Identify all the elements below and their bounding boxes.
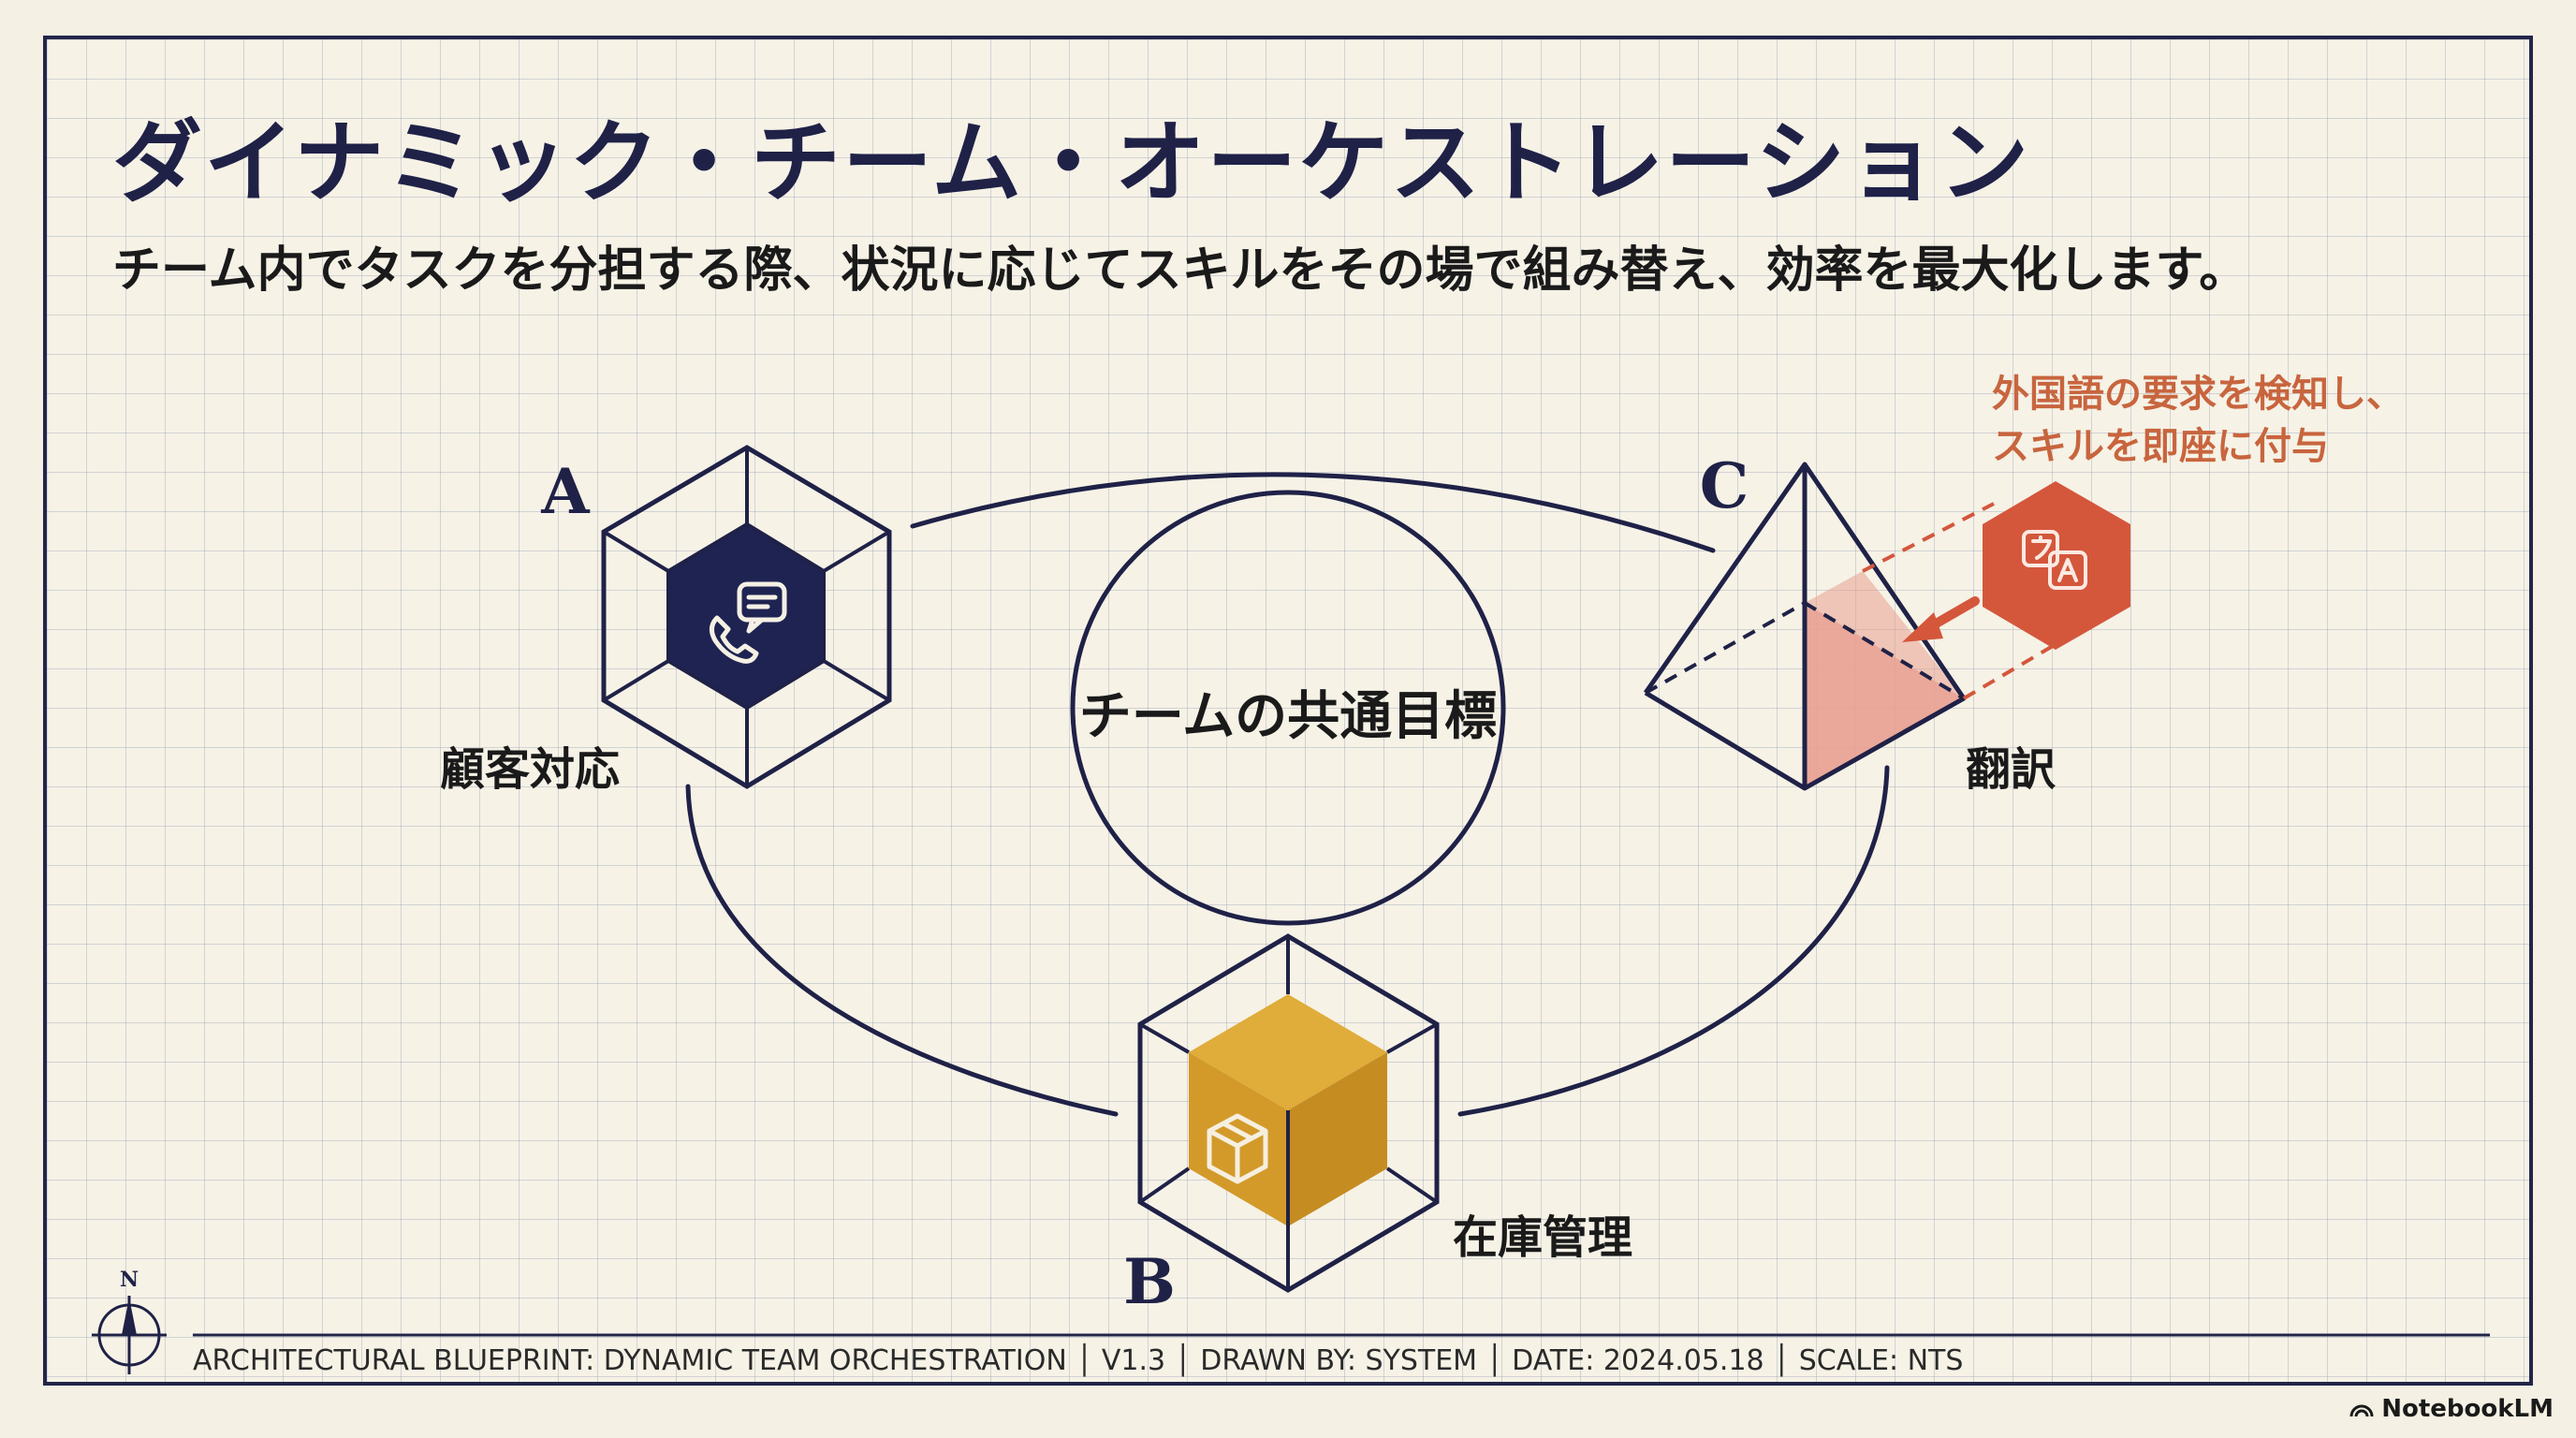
- node-c: C 翻訳: [1643, 449, 2130, 796]
- node-b: B 在庫管理: [1123, 933, 1632, 1318]
- node-b-label: 在庫管理: [1453, 1211, 1632, 1264]
- translate-icon: [2022, 530, 2087, 590]
- notebooklm-logo-icon: [2349, 1404, 2374, 1417]
- compass-north-label: N: [120, 1268, 139, 1292]
- compass-icon: N: [92, 1268, 167, 1374]
- skill-annotation: 外国語の要求を検知し、 スキルを即座に付与: [1992, 373, 2404, 468]
- package-icon: [1207, 1113, 1268, 1184]
- gold-cube: [1189, 994, 1387, 1226]
- insert-skill-arrow: [1902, 596, 1980, 642]
- central-goal-label: チームの共通目標: [1079, 686, 1497, 747]
- blueprint-sheet: [43, 36, 2533, 1386]
- brand: NotebookLM: [2349, 1395, 2554, 1423]
- footer-caption: ARCHITECTURAL BLUEPRINT: DYNAMIC TEAM OR…: [193, 1344, 1964, 1377]
- node-c-letter: C: [1700, 449, 1749, 522]
- node-a: A 顧客対応: [440, 445, 892, 796]
- central-goal: チームの共通目標: [1070, 490, 1506, 926]
- node-b-letter: B: [1123, 1245, 1176, 1318]
- annotation-line-1: 外国語の要求を検知し、: [1992, 373, 2404, 416]
- node-a-letter: A: [540, 455, 590, 528]
- orbit-ring: [685, 472, 1890, 1117]
- node-a-label: 顧客対応: [440, 743, 620, 796]
- brand-label: NotebookLM: [2381, 1395, 2554, 1423]
- node-c-label: 翻訳: [1966, 743, 2056, 796]
- page-title: ダイナミック・チーム・オーケストレーション: [112, 110, 2031, 215]
- annotation-line-2: スキルを即座に付与: [1992, 425, 2329, 468]
- page-subtitle: チーム内でタスクを分担する際、状況に応じてスキルをその場で組み替え、効率を最大化…: [112, 242, 2248, 299]
- phone-chat-icon: [710, 581, 787, 664]
